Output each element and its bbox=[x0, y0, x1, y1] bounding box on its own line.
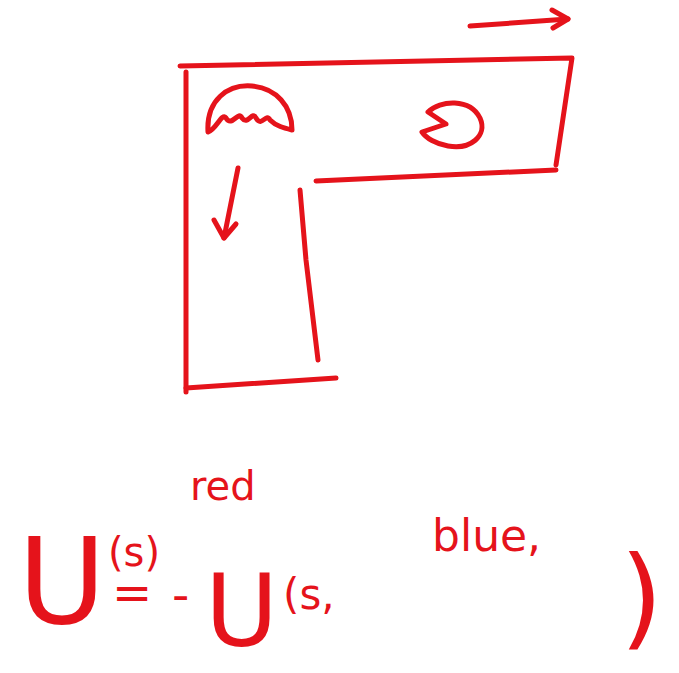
formula-text: blue, bbox=[432, 514, 541, 558]
formula-text: (s, bbox=[283, 574, 335, 616]
arrow-head bbox=[214, 220, 236, 238]
arrow-head bbox=[552, 10, 568, 28]
formula-text: U bbox=[205, 562, 278, 662]
pacman-figure bbox=[422, 103, 482, 147]
maze-wall bbox=[186, 378, 336, 388]
formula-text: - bbox=[172, 570, 189, 618]
ghost-figure bbox=[208, 86, 292, 132]
formula-text: ) bbox=[620, 542, 663, 652]
maze-wall bbox=[184, 72, 189, 392]
formula-text: red bbox=[190, 466, 256, 506]
maze-wall bbox=[300, 190, 318, 360]
formula-text: U bbox=[18, 522, 106, 642]
maze-wall bbox=[316, 170, 556, 181]
formula-text: = bbox=[112, 568, 152, 616]
formula-text: (s) bbox=[108, 532, 160, 572]
maze-wall bbox=[180, 58, 572, 165]
